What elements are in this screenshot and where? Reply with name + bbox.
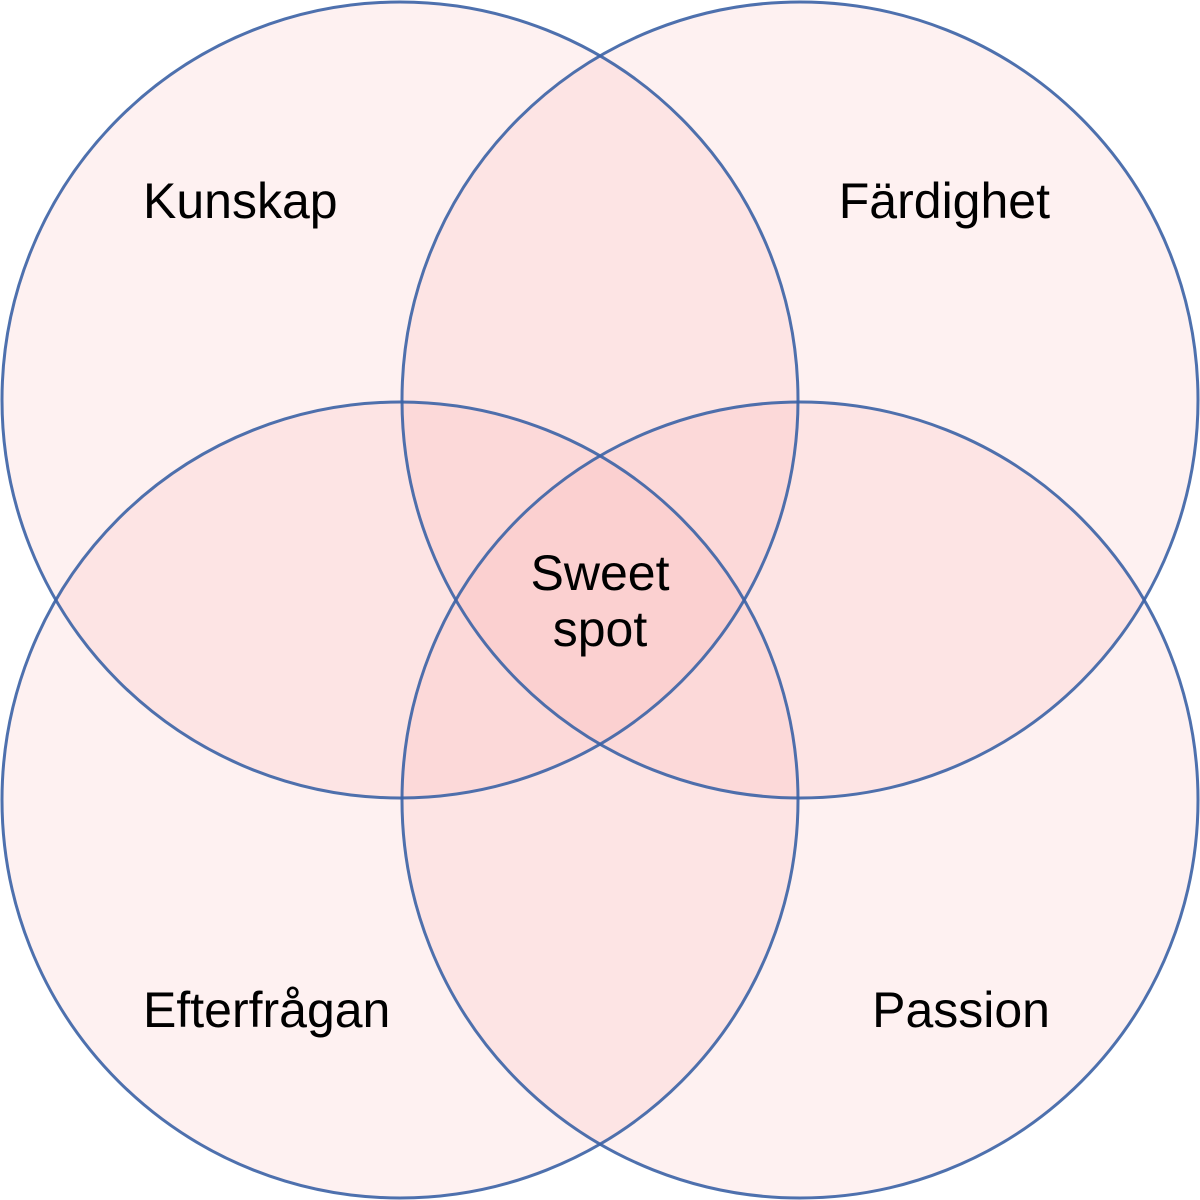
set-circle-outline-fardighet [400,0,1200,800]
set-circle-fill-efterfragan [2,402,798,1198]
center-label-line2: spot [553,601,648,657]
set-circle-fill-passion [402,402,1198,1198]
set-circle-fill-fardighet [402,2,1198,798]
label-efterfragan: Efterfrågan [143,982,390,1038]
set-circle-fill-kunskap [2,2,798,798]
set-circle-outline-passion [400,400,1200,1200]
label-passion: Passion [872,982,1050,1038]
set-circle-outline-kunskap [0,0,800,800]
center-label: Sweet spot [531,545,670,657]
set-labels: Kunskap Färdighet Efterfrågan Passion [143,173,1050,1038]
set-circle-outline-efterfragan [0,400,800,1200]
label-kunskap: Kunskap [143,173,338,229]
label-fardighet: Färdighet [839,173,1050,229]
center-label-line1: Sweet [531,545,670,601]
